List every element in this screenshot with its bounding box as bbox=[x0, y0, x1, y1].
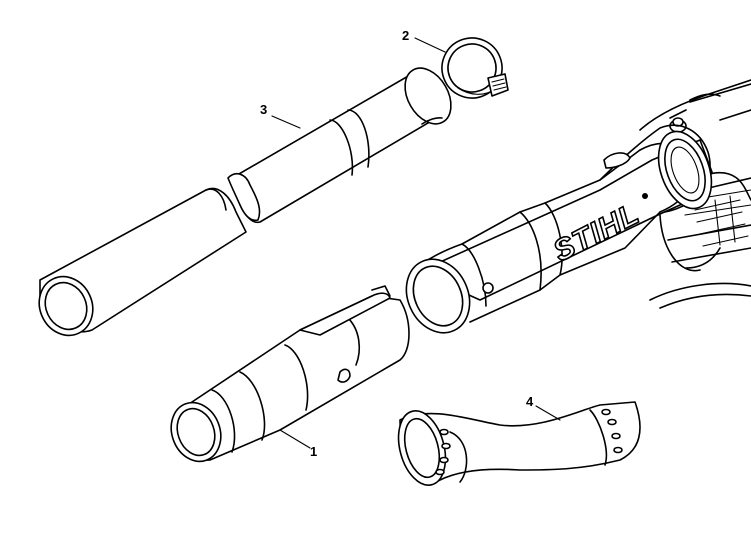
part-1-nozzle bbox=[170, 285, 410, 463]
callout-3-number: 3 bbox=[260, 102, 267, 117]
callout-3: 3 bbox=[260, 102, 301, 129]
main-blower-tube: STIHL bbox=[405, 124, 713, 334]
callout-1-number: 1 bbox=[310, 444, 317, 459]
part-2-clamp bbox=[441, 37, 509, 99]
callout-2: 2 bbox=[402, 28, 446, 53]
part-3-tube bbox=[38, 67, 452, 337]
callout-1: 1 bbox=[279, 429, 317, 459]
callout-2-number: 2 bbox=[402, 28, 409, 43]
callout-4-number: 4 bbox=[526, 394, 534, 409]
callout-4: 4 bbox=[526, 394, 561, 421]
part-4-elbow bbox=[397, 401, 641, 486]
